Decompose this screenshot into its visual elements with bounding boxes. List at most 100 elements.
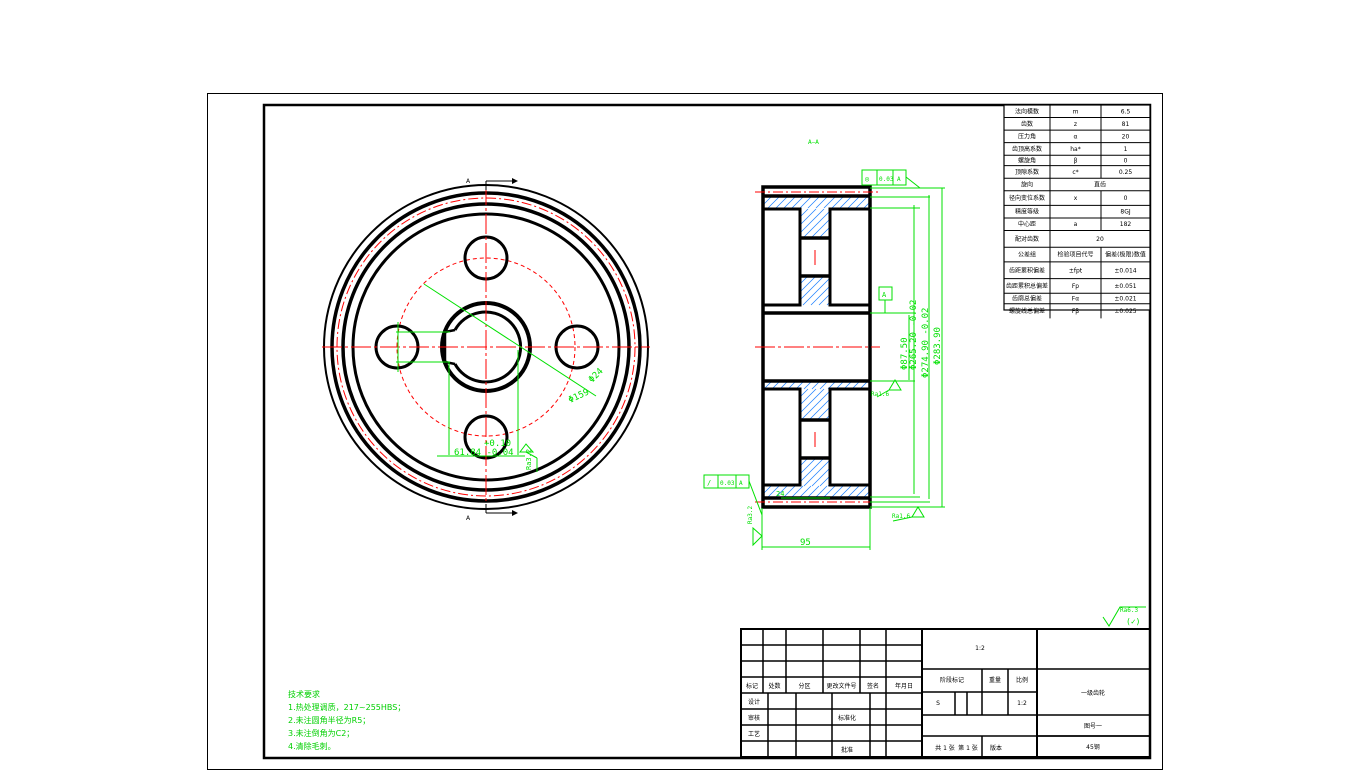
param-cell: α	[1074, 133, 1078, 140]
roughness-side-1: Ra1.6	[871, 391, 889, 398]
param-cell: a	[1074, 221, 1078, 228]
signoff-label: 审核	[748, 714, 760, 722]
param-cell: x	[1074, 195, 1078, 202]
datum-label: A	[882, 291, 887, 299]
outer-frame	[207, 93, 1163, 770]
param-cell: 螺旋线总偏差	[1009, 307, 1045, 315]
rev-header: 年月日	[895, 682, 913, 690]
param-cell: Fβ	[1072, 308, 1079, 315]
general-roughness-symbol	[1102, 606, 1146, 627]
param-cell: ha*	[1070, 146, 1080, 153]
note-item: 4.清除毛刺。	[288, 742, 336, 751]
stage-label: 阶段标记	[940, 676, 964, 684]
param-cell: 齿距累积偏差	[1009, 266, 1045, 274]
param-cell: 182	[1120, 221, 1132, 228]
param-cell: 齿顶高系数	[1012, 145, 1042, 153]
param-cell: β	[1074, 157, 1078, 164]
version: 版本	[990, 744, 1002, 752]
dim-hole-dia: Φ24	[587, 367, 606, 386]
dim-bore: Φ87.50	[900, 337, 910, 370]
rev-header: 标记	[746, 682, 758, 690]
rev-header: 签名	[867, 682, 879, 690]
param-cell: 法向模数	[1015, 107, 1039, 115]
note-item: 3.未注倒角为C2；	[288, 729, 355, 738]
material: 45钢	[1086, 743, 1100, 751]
dim-key-width: 61.84 -0.04	[454, 448, 514, 458]
dim-web: 24	[776, 490, 784, 498]
scale-label: 比例	[1016, 676, 1028, 684]
param-cell: 旋向	[1021, 180, 1033, 188]
param-cell: 压力角	[1018, 132, 1036, 140]
sheet-total: 共 1 张	[935, 744, 955, 752]
gdt-circular-runout-value: 0.03	[720, 480, 735, 487]
note-item: 1.热处理调质，217~255HBS；	[288, 703, 406, 712]
technical-requirements: 技术要求 1.热处理调质，217~255HBS； 2.未注圆角半径为R5； 3.…	[288, 688, 405, 753]
param-cell: ±0.021	[1114, 295, 1136, 302]
param-cell: m	[1073, 108, 1079, 115]
roughness-side-2: Ra1.6	[892, 513, 910, 520]
stage-value: S	[936, 700, 940, 707]
signoff-label: 设计	[748, 698, 760, 706]
gdt-runout-symbol: ◎	[865, 175, 870, 183]
scale-value: 1:2	[1017, 700, 1027, 707]
param-cell: 齿廓总偏差	[1012, 294, 1042, 302]
param-cell: 公差组	[1018, 251, 1036, 259]
side-dimensions	[703, 169, 945, 550]
title-top: 1:2	[975, 645, 985, 652]
signoff-label: 标准化	[838, 714, 856, 722]
param-cell: ±0.051	[1114, 283, 1136, 290]
param-cell: 偏差(极限)数值	[1105, 251, 1146, 259]
param-cell: c*	[1072, 169, 1078, 176]
weight-label: 重量	[989, 676, 1001, 684]
signoff-label: 工艺	[748, 730, 760, 738]
param-cell: 齿数	[1021, 120, 1033, 128]
section-mark-bottom: A	[466, 515, 471, 522]
dim-tip: Φ283.90	[933, 327, 943, 365]
param-cell: 0.25	[1119, 169, 1133, 176]
dim-key-upper: +0.10	[484, 439, 511, 449]
gdt-circular-runout-datum: A	[739, 480, 743, 487]
param-cell: z	[1074, 121, 1077, 128]
front-dimensions	[396, 283, 597, 472]
param-cell: 8GJ	[1120, 209, 1130, 216]
section-label: A—A	[808, 139, 819, 146]
param-cell: ±fpt	[1069, 267, 1083, 274]
param-cell: 6.5	[1121, 108, 1131, 115]
part-name: 一级齿轮	[1081, 689, 1105, 697]
side-view	[755, 185, 880, 509]
param-cell: 径向变位系数	[1009, 194, 1045, 202]
roughness-general-paren: (✓)	[1126, 617, 1140, 626]
gdt-runout-value: 0.03	[879, 176, 894, 183]
param-cell: 0	[1124, 195, 1128, 202]
signoff-label: 批准	[841, 746, 853, 754]
inner-frame	[262, 103, 1152, 760]
roughness-front: Ra3.2	[525, 449, 533, 470]
dim-root: Φ274.90 -0.02	[921, 308, 931, 378]
param-cell: ±0.025	[1114, 308, 1136, 315]
param-cell: 中心距	[1018, 220, 1036, 228]
gdt-runout-datum: A	[897, 176, 901, 183]
gdt-circular-runout-symbol: /	[707, 479, 711, 487]
roughness-side-3: Ra3.2	[747, 506, 754, 524]
dim-hub: Φ265.20 -0.02	[909, 300, 919, 370]
front-view	[322, 178, 650, 516]
drawing-number: 图号一	[1084, 723, 1102, 730]
param-cell: 0	[1124, 157, 1128, 164]
param-cell: 螺旋角	[1018, 156, 1036, 164]
param-cell: 齿距累积总偏差	[1006, 282, 1048, 290]
param-cell: 顶隙系数	[1015, 168, 1039, 176]
param-cell: Fα	[1072, 295, 1079, 302]
dim-hole-circle: Φ159	[567, 387, 591, 405]
param-cell: 81	[1122, 121, 1130, 128]
param-cell: 直齿	[1094, 180, 1106, 188]
param-cell: 检验项目代号	[1057, 251, 1093, 259]
rev-header: 处数	[768, 682, 780, 690]
section-mark-top: A	[466, 178, 471, 185]
param-cell: 1	[1124, 146, 1128, 153]
param-cell: 精度等级	[1015, 208, 1039, 216]
note-item: 2.未注圆角半径为R5；	[288, 716, 371, 725]
rev-header: 分区	[798, 682, 810, 690]
dim-width: 95	[800, 538, 811, 548]
